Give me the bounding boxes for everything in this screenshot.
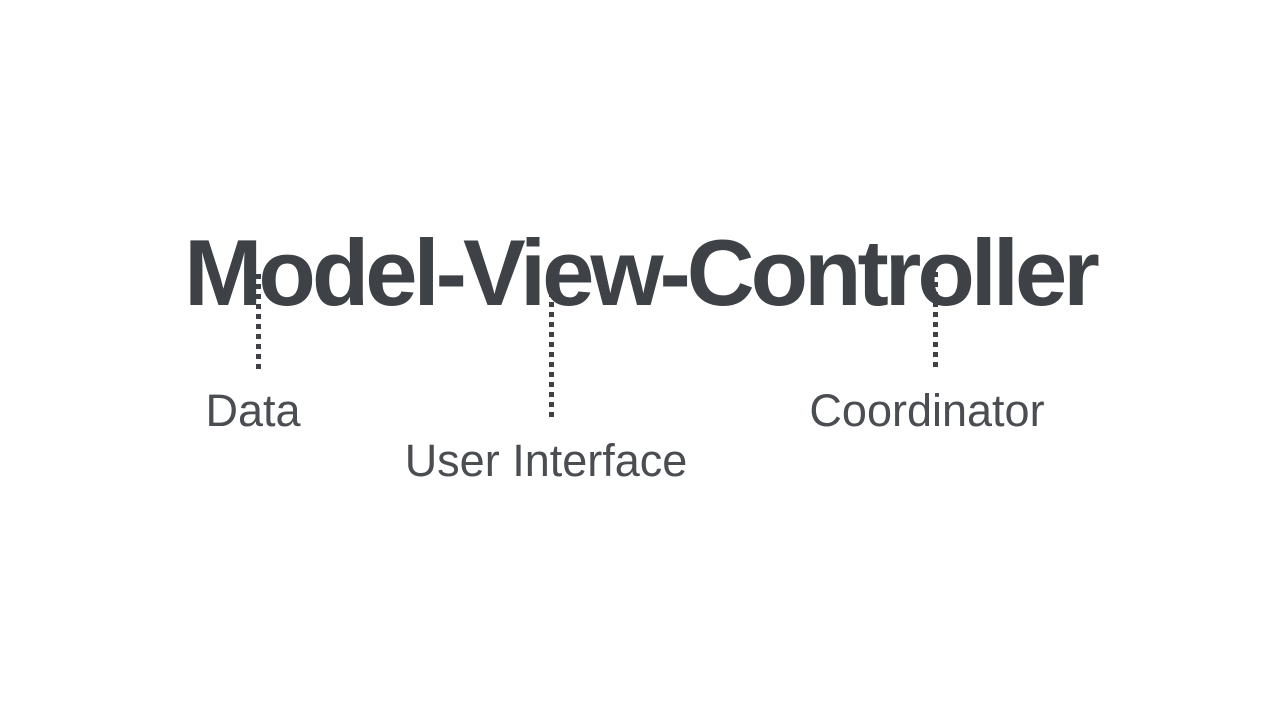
view-annotation-label: User Interface: [404, 435, 688, 486]
view-connector-dotted-line: [549, 272, 554, 420]
model-annotation-label: Data: [205, 385, 301, 436]
slide-title: Model-View-Controller: [184, 219, 1100, 325]
controller-connector-dotted-line: [933, 272, 938, 370]
model-connector-dotted-line: [256, 274, 261, 372]
controller-annotation-label: Coordinator: [809, 385, 1045, 436]
